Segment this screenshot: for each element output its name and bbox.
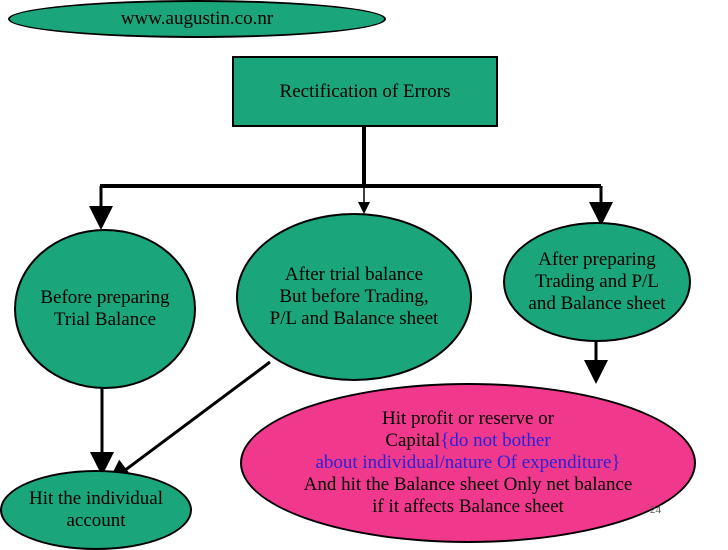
leaf-right-text: Hit profit or reserve or Capital{do not …: [304, 408, 633, 518]
root-box: Rectification of Errors: [232, 56, 498, 127]
website-badge: www.augustin.co.nr: [8, 0, 386, 38]
leaf-right-line3: about individual/nature Of expenditure}: [315, 452, 621, 473]
leaf-right-line4: And hit the Balance sheet Only net balan…: [303, 474, 633, 495]
branch-before: Before preparing Trial Balance: [14, 229, 196, 389]
website-label: www.augustin.co.nr: [120, 8, 274, 29]
root-label: Rectification of Errors: [279, 80, 451, 102]
leaf-right-line2: Capital{do not bother: [304, 430, 633, 452]
leaf-right-line5: if it affects Balance sheet: [372, 496, 564, 517]
leaf-right: Hit profit or reserve or Capital{do not …: [240, 383, 696, 543]
branch-after-label: After preparing Trading and P/L and Bala…: [528, 249, 666, 314]
branch-middle: After trial balance But before Trading, …: [236, 213, 472, 381]
leaf-right-line1: Hit profit or reserve or: [382, 408, 554, 429]
arrow-middle-to-leaf: [107, 360, 271, 484]
branch-before-label: Before preparing Trial Balance: [40, 287, 170, 330]
leaf-left: Hit the individual account: [0, 470, 192, 550]
leaf-left-label: Hit the individual account: [28, 488, 164, 531]
leaf-right-line2-b: {do not bother: [440, 430, 551, 451]
branch-after: After preparing Trading and P/L and Bala…: [503, 222, 691, 342]
leaf-right-line2-a: Capital: [385, 430, 441, 451]
slide-number: 24: [650, 504, 661, 516]
branch-middle-label: After trial balance But before Trading, …: [269, 264, 439, 329]
